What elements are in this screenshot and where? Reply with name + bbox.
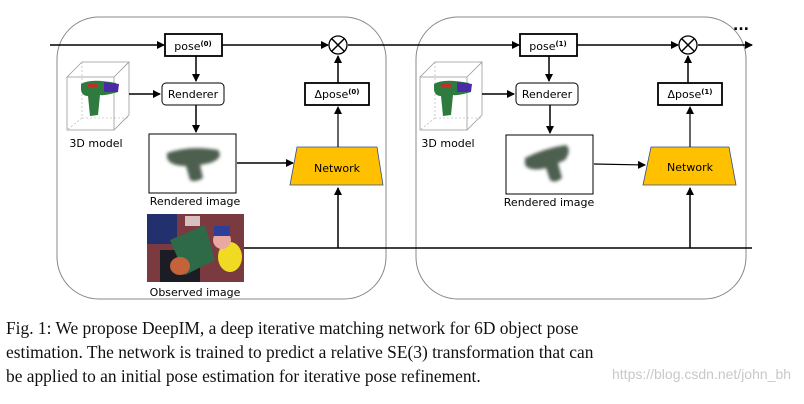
figure-caption: Fig. 1: We propose DeepIM, a deep iterat… <box>6 316 801 388</box>
svg-text:Renderer: Renderer <box>168 88 219 101</box>
watermark: https://blog.csdn.net/john_bh <box>612 366 792 382</box>
combine-icon <box>328 35 348 55</box>
stage-1-container <box>415 16 747 300</box>
rendered-image <box>505 134 594 195</box>
svg-text:Δpose(1): Δpose(1) <box>667 88 712 101</box>
svg-text:Renderer: Renderer <box>522 88 573 101</box>
network-block <box>642 146 737 186</box>
observed-image <box>147 214 244 282</box>
svg-text:Network: Network <box>314 162 361 175</box>
3d-model-label: 3D model <box>69 137 122 150</box>
network-block <box>289 146 384 186</box>
delta-pose-box <box>304 82 370 106</box>
stage-1: pose(1) Renderer 3D model Rendered image… <box>419 33 737 209</box>
caption-line: be applied to an initial pose estimation… <box>6 366 481 386</box>
observed-image-label: Observed image <box>150 286 241 299</box>
svg-text:pose(0): pose(0) <box>174 40 212 53</box>
svg-text:Δpose(0): Δpose(0) <box>314 88 359 101</box>
delta-pose-box <box>657 82 723 106</box>
caption-line: estimation. The network is trained to pr… <box>6 342 594 362</box>
3d-model-label: 3D model <box>421 137 474 150</box>
rendered-image-label: Rendered image <box>504 196 595 209</box>
stage-0: pose(0) Renderer 3D model Rendered image <box>66 33 384 299</box>
rendered-image-label: Rendered image <box>150 195 241 208</box>
pose-box <box>164 33 223 57</box>
stage-0-container <box>56 16 387 300</box>
rendered-image <box>148 133 237 194</box>
combine-icon <box>678 35 698 55</box>
3d-model-image <box>66 61 130 131</box>
renderer-box <box>515 82 579 106</box>
svg-text:pose(1): pose(1) <box>529 40 567 53</box>
deepim-diagram: ... pose(0) Renderer 3D model Rendered i… <box>50 16 753 300</box>
svg-text:Network: Network <box>667 161 714 174</box>
caption-line: Fig. 1: We propose DeepIM, a deep iterat… <box>6 318 579 338</box>
renderer-box <box>161 82 225 106</box>
ellipsis: ... <box>733 18 749 34</box>
3d-model-image <box>419 61 483 131</box>
